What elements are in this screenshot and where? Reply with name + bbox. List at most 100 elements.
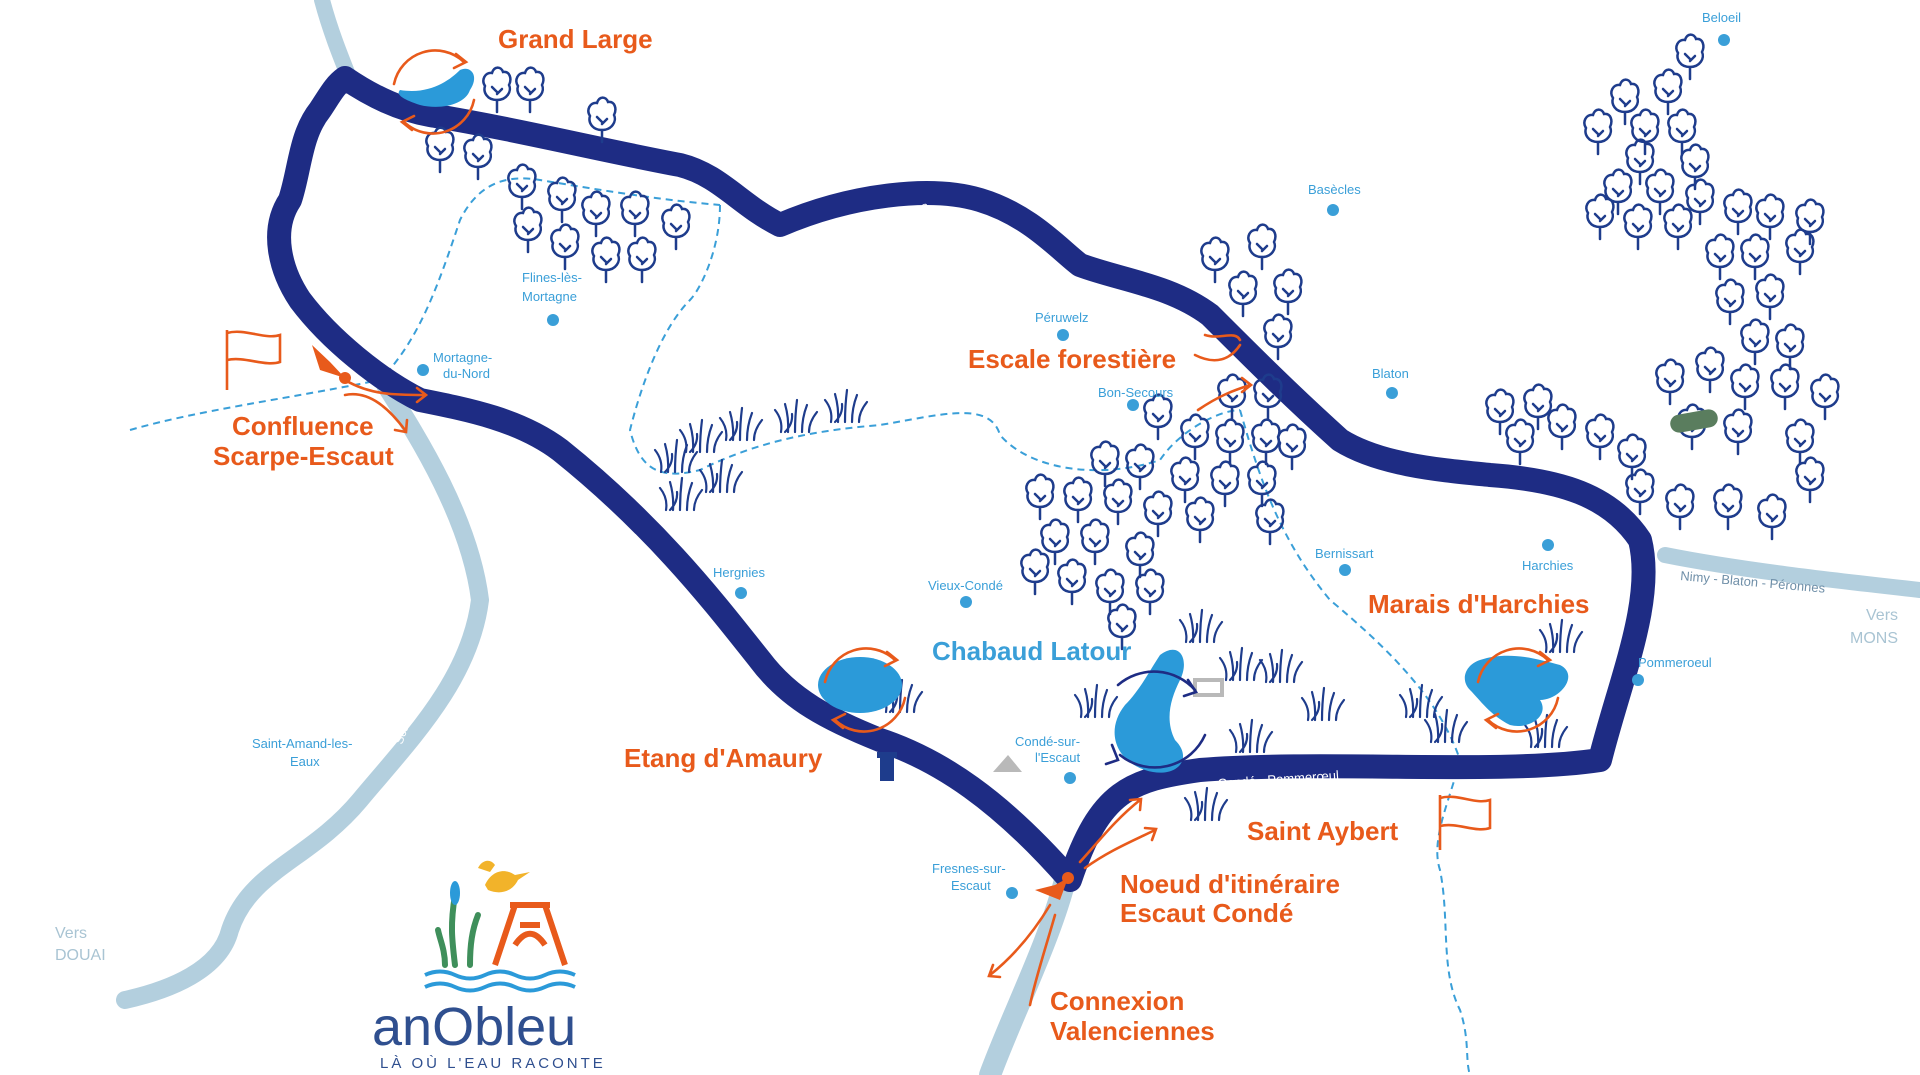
tree-icon	[1057, 558, 1087, 606]
reeds-icon	[1300, 686, 1346, 722]
tree-icon	[515, 66, 545, 114]
tree-icon	[550, 223, 580, 271]
town-dot-pommeroeul	[1632, 674, 1644, 686]
town-label-blaton: Blaton	[1372, 366, 1409, 381]
junction-pointer-confluence	[312, 345, 345, 378]
poi-label-connexion-1: Connexion	[1050, 986, 1184, 1016]
waves-icon	[424, 969, 576, 993]
poi-label-noeud-1: Noeud d'itinéraire	[1120, 869, 1340, 899]
tree-icon	[1247, 223, 1277, 271]
tree-icon	[1215, 418, 1245, 466]
trail-west	[129, 177, 721, 431]
town-dot-blaton	[1386, 387, 1398, 399]
town-markers	[417, 34, 1730, 899]
tree-icon	[1170, 456, 1200, 504]
town-label-fresnes-1: Fresnes-sur-	[932, 861, 1006, 876]
town-label-mortagne-2: du-Nord	[443, 366, 490, 381]
town-label-hergnies: Hergnies	[713, 565, 766, 580]
grey-gate-icon	[1193, 678, 1224, 697]
town-dot-harchies	[1542, 539, 1554, 551]
logo-tagline: LÀ OÙ L'EAU RACONTE	[380, 1055, 606, 1072]
town-dot-beloeil	[1718, 34, 1730, 46]
town-label-saintamand-2: Eaux	[290, 754, 320, 769]
tree-icon	[482, 66, 512, 114]
logo-wordmark: anObleu	[372, 997, 576, 1057]
water-bodies	[398, 68, 1569, 773]
tree-icon	[1585, 193, 1615, 241]
town-dot-bernissart	[1339, 564, 1351, 576]
loop-arrow-dark-icon	[1104, 670, 1207, 769]
town-dot-flines	[547, 314, 559, 326]
flag-icon-saint-aybert	[1438, 795, 1492, 850]
tree-icon	[1273, 268, 1303, 316]
river-escaut-south	[979, 869, 1076, 1075]
tree-icon	[1713, 483, 1743, 531]
town-label-mortagne-1: Mortagne-	[433, 350, 492, 365]
poi-label-confluence-2: Scarpe-Escaut	[213, 441, 394, 471]
tree-icon	[581, 190, 611, 238]
tree-icon	[1583, 108, 1613, 156]
town-label-pommeroeul: Pommeroeul	[1638, 655, 1712, 670]
reeds-icon	[1073, 683, 1119, 719]
tree-icon	[1705, 233, 1735, 281]
logo: anObleu LÀ OÙ L'EAU RACONTE	[372, 860, 606, 1072]
town-label-conde-2: l'Escaut	[1035, 750, 1081, 765]
tree-icon	[1210, 460, 1240, 508]
tree-icon	[1770, 363, 1800, 411]
tree-icon	[1228, 270, 1258, 318]
tree-icon	[513, 206, 543, 254]
trails	[129, 177, 1471, 1075]
reeds-icon	[1228, 718, 1274, 754]
lake-grand-large	[398, 68, 475, 107]
heron-icon	[478, 860, 530, 893]
reeds-icon	[1178, 608, 1224, 644]
town-dot-hergnies	[735, 587, 747, 599]
tree-icon	[1795, 198, 1825, 246]
tree-icon	[1795, 456, 1825, 504]
reeds-icon	[1538, 618, 1584, 654]
tree-icon	[591, 236, 621, 284]
tree-icon	[1505, 418, 1535, 466]
tree-icon	[1755, 273, 1785, 321]
town-label-bernissart: Bernissart	[1315, 546, 1374, 561]
reeds-icon	[698, 458, 744, 494]
reeds-icon	[823, 388, 869, 424]
reed-plant-icon	[435, 892, 481, 968]
tree-icon	[620, 190, 650, 238]
tree-icon	[1185, 496, 1215, 544]
tree-icon	[1063, 476, 1093, 524]
town-label-fresnes-2: Escaut	[951, 878, 991, 893]
reeds-icon	[1183, 786, 1229, 822]
junction-pointer-noeud	[1035, 878, 1068, 900]
lake-etang-amaury	[818, 657, 902, 713]
tree-icon	[1523, 383, 1553, 431]
town-label-conde-1: Condé-sur-	[1015, 734, 1080, 749]
reed-head	[450, 881, 460, 905]
tree-icon	[1810, 373, 1840, 421]
tree-icon	[1103, 478, 1133, 526]
tree-icon	[1025, 473, 1055, 521]
tree-icon	[1723, 408, 1753, 456]
town-dot-fresnes	[1006, 887, 1018, 899]
tree-icon	[1663, 203, 1693, 251]
poi-label-connexion-2: Valenciennes	[1050, 1016, 1215, 1046]
poi-label-saint-aybert: Saint Aybert	[1247, 816, 1399, 846]
crossing-arrows	[343, 333, 1254, 1007]
tree-icon	[1180, 413, 1210, 461]
river-east	[1657, 547, 1920, 598]
tree-icon	[1255, 498, 1285, 546]
tree-icon	[1603, 168, 1633, 216]
lake-chabaud-latour	[1114, 649, 1184, 773]
town-dot-peruwelz	[1057, 329, 1069, 341]
tree-icon	[1730, 363, 1760, 411]
tree-icon	[1740, 233, 1770, 281]
tree-icon	[1653, 68, 1683, 116]
tree-icon	[507, 163, 537, 211]
tree-icon	[1715, 278, 1745, 326]
direction-douai-line1: Vers	[55, 925, 87, 942]
tree-icon	[1135, 568, 1165, 616]
reeds-icon	[718, 406, 764, 442]
tree-icon	[1143, 490, 1173, 538]
tree-icon	[1695, 346, 1725, 394]
town-label-beloeil: Beloeil	[1702, 10, 1741, 25]
